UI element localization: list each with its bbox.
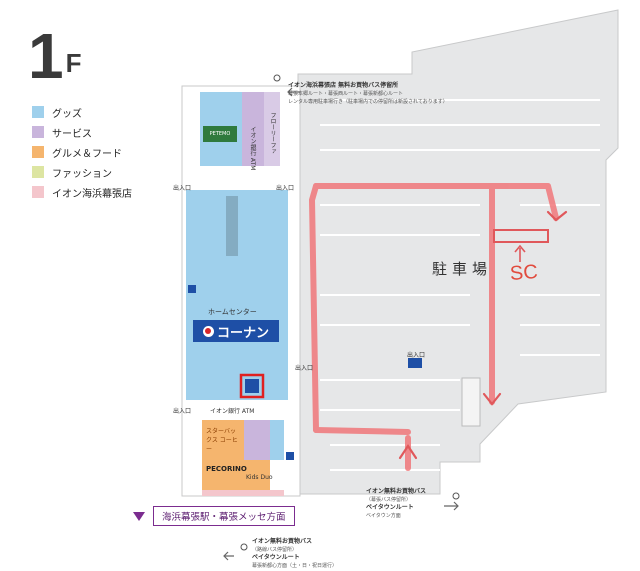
store-block-goods-bottom: [270, 420, 284, 460]
bus-stop-icon: [240, 543, 248, 551]
escalator-icon: [408, 358, 422, 368]
legend-swatch: [32, 126, 44, 138]
entrance-label: 出入口: [276, 185, 295, 192]
bus-bottom-route: ベイタウンルート: [252, 554, 300, 561]
parking-lot-area: [297, 9, 619, 495]
route-path: [309, 183, 559, 471]
legend-item-goods: グッズ: [32, 102, 132, 122]
bus-bottom-sub: （路線バス停留所）: [252, 547, 298, 553]
bus-stop-icon: [273, 74, 281, 82]
legend-label: グッズ: [52, 108, 82, 120]
bus-mid-sub: （幕張バス停留所）: [366, 497, 412, 503]
escalator-block: [226, 196, 238, 256]
legend-label: サービス: [52, 128, 92, 140]
legend-item-fashion: ファッション: [32, 162, 132, 182]
entrance-label: 出入口: [295, 365, 314, 372]
legend-label: ファッション: [52, 168, 112, 180]
floor-suffix: F: [65, 48, 82, 78]
legend-label: イオン海浜幕張店: [52, 188, 132, 200]
bus-mid-route-sub: ベイタウン方面: [366, 513, 401, 519]
store-service-label: イオン銀行 ATM: [249, 126, 256, 171]
store-konan-label: コーナン: [216, 325, 269, 341]
direction-label: 海浜幕張駅・幕張メッセ方面: [153, 506, 295, 526]
bus-stop-icon: [452, 492, 460, 500]
legend-swatch: [32, 166, 44, 178]
arrow-icon: [223, 87, 459, 561]
escalator-icon: [245, 379, 259, 393]
bus-stop-top-note: イオン海浜幕張店 無料お買物バス停留所 幕張本郷ルート・幕張西ルート・幕張新都心…: [288, 82, 448, 106]
store-block-service-top: [242, 92, 264, 166]
route-arrows: [398, 210, 568, 460]
store-pecorino: PECORINO: [206, 465, 247, 473]
store-petemo: PETEMO: [203, 126, 237, 142]
store-block-aeon: [202, 490, 284, 496]
legend-label: グルメ＆フード: [52, 148, 122, 160]
down-triangle-icon: [133, 511, 145, 521]
store-block-flora: [264, 92, 280, 166]
bus-bottom-route-sub: 幕張新都心方面（土・日・祝日運行）: [252, 563, 338, 569]
entrance-label: 出入口: [173, 408, 192, 415]
legend-swatch: [32, 186, 44, 198]
legend-item-service: サービス: [32, 122, 132, 142]
sc-arrow-icon: [514, 244, 526, 262]
store-block-kids: [244, 460, 270, 490]
store-konan: コーナン: [193, 320, 279, 342]
bus-stop-mid-note: イオン無料お買物バス （幕張バス停留所） ベイタウンルート ベイタウン方面: [366, 488, 426, 520]
store-home-center: ホームセンター: [208, 308, 257, 316]
store-block-starbucks: [202, 420, 244, 490]
ramp: [461, 377, 481, 427]
elevator-icon: [286, 452, 294, 460]
parking-rows: [320, 99, 600, 471]
bus-top-note: レンタル専用駐車場行き（駐車場内での停留所は新設されております）: [288, 99, 448, 105]
bus-top-title: イオン海浜幕張店 無料お買物バス停留所: [288, 82, 399, 89]
floor-number: 1: [28, 20, 64, 92]
bus-mid-title: イオン無料お買物バス: [366, 488, 427, 495]
store-flora: フローリーファ: [269, 112, 276, 154]
entrance-label: 出入口: [407, 352, 426, 359]
entrance-label: 出入口: [173, 185, 192, 192]
legend: グッズ サービス グルメ＆フード ファッション イオン海浜幕張店: [32, 102, 132, 202]
highlight-marker: [239, 373, 265, 399]
direction-sign: 海浜幕張駅・幕張メッセ方面: [133, 506, 295, 526]
store-starbucks: スターバックス コーヒー: [206, 428, 238, 453]
restroom-icon: [188, 285, 196, 293]
parking-label: 駐車場: [432, 260, 493, 278]
bus-bottom-title: イオン無料お買物バス: [252, 538, 313, 545]
bus-top-route: 幕張本郷ルート・幕張西ルート・幕張新都心ルート: [288, 91, 404, 97]
legend-item-aeon: イオン海浜幕張店: [32, 182, 132, 202]
bus-stop-bottom-note: イオン無料お買物バス （路線バス停留所） ベイタウンルート 幕張新都心方面（土・…: [252, 538, 337, 570]
konan-logo-icon: [202, 325, 214, 337]
store-block-service-bottom: [244, 420, 270, 460]
bus-mid-route: ベイタウンルート: [366, 504, 414, 511]
sc-label: SC: [509, 261, 539, 285]
store-kids-duo: Kids Duo: [246, 474, 273, 481]
legend-item-gourmet: グルメ＆フード: [32, 142, 132, 162]
legend-swatch: [32, 146, 44, 158]
legend-swatch: [32, 106, 44, 118]
sc-parking-spot: [493, 229, 549, 243]
store-aeon-atm: イオン銀行 ATM: [210, 408, 255, 415]
